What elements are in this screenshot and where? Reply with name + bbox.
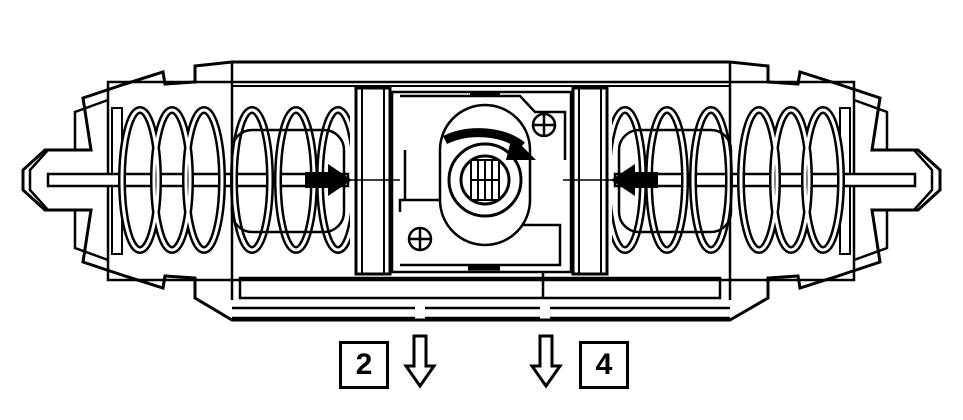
screw-icon xyxy=(531,112,557,138)
air-passage xyxy=(232,272,730,320)
arrow-left-icon xyxy=(611,164,658,196)
right-rod xyxy=(613,172,917,188)
left-rod xyxy=(46,172,350,188)
screw-icon xyxy=(407,226,433,252)
curved-arrow-icon xyxy=(443,128,536,160)
port-4-label: 4 xyxy=(579,341,629,389)
outline-arrow-down-icon xyxy=(529,334,563,389)
actuator-housing xyxy=(21,60,942,322)
right-piston xyxy=(571,86,609,276)
port-2-label: 2 xyxy=(339,341,389,389)
left-piston xyxy=(354,86,392,276)
arrow-right-icon xyxy=(305,164,352,196)
pinion-gear xyxy=(438,103,532,247)
rack-pinion-assembly xyxy=(390,90,573,274)
outline-arrow-down-icon xyxy=(403,334,437,389)
